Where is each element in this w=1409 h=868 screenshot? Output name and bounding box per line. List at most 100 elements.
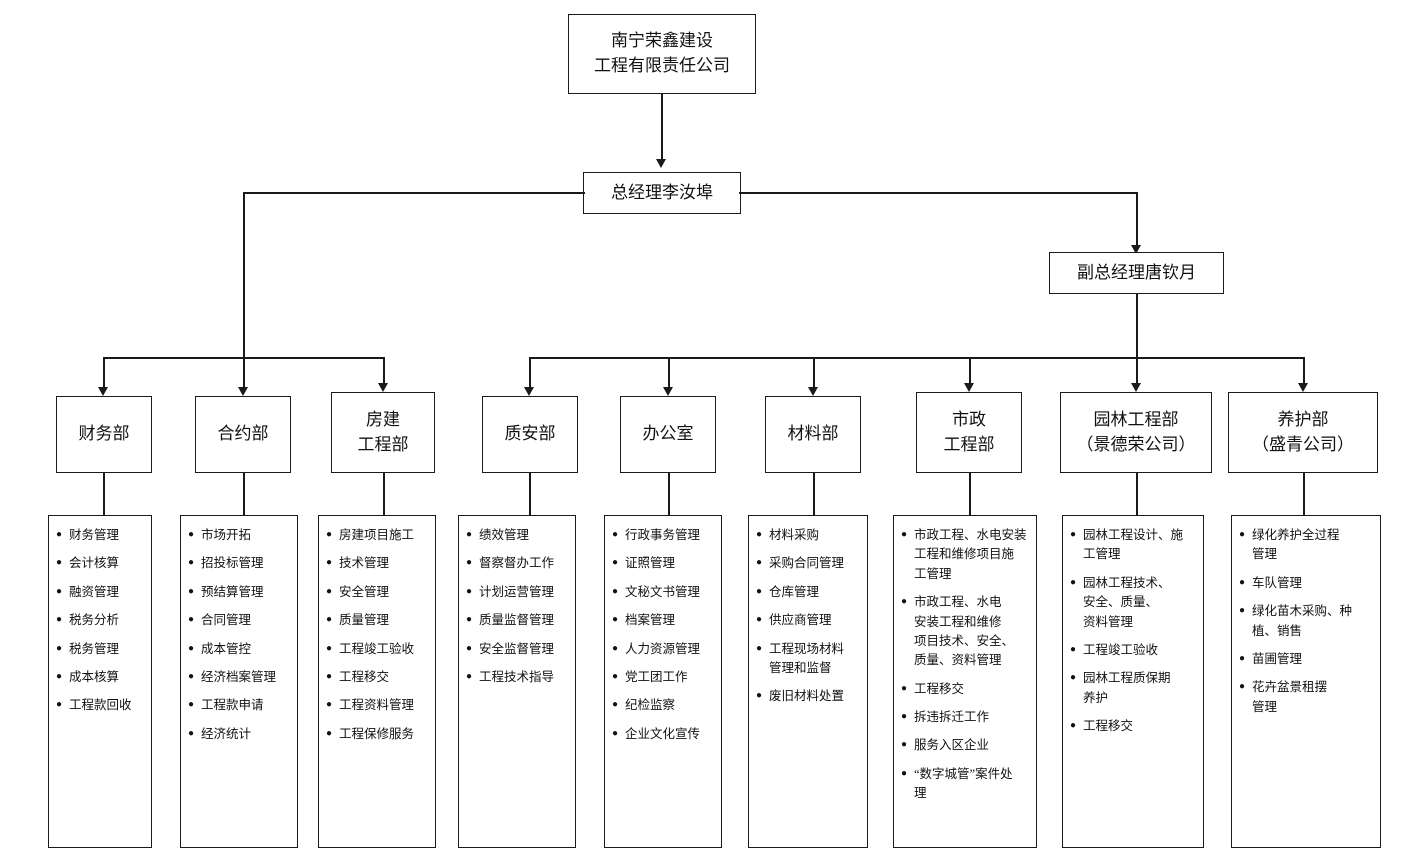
connector-contract-to-duties xyxy=(243,473,245,515)
connector-dgm-down xyxy=(1136,294,1138,358)
duty-item: 行政事务管理 xyxy=(612,526,715,545)
org-box-finance: 财务部 xyxy=(56,396,152,473)
connector-municipal-to-duties xyxy=(969,473,971,515)
org-box-landscape-label: 园林工程部 （景德荣公司） xyxy=(1076,409,1196,454)
connector-bar-to-landscape xyxy=(1136,357,1138,383)
duty-item: 企业文化宣传 xyxy=(612,725,715,744)
org-box-office-label: 办公室 xyxy=(642,424,694,444)
duties-panel-building: 房建项目施工技术管理安全管理质量管理工程竣工验收工程移交工程资料管理工程保修服务 xyxy=(318,515,436,848)
duty-item: 废旧材料处置 xyxy=(756,687,861,706)
arrow-to-landscape xyxy=(1131,383,1141,392)
org-box-office: 办公室 xyxy=(620,396,716,473)
duty-item: 会计核算 xyxy=(56,554,145,573)
duty-item: 花卉盆景租摆 管理 xyxy=(1239,678,1374,717)
duty-item: 市政工程、水电 安装工程和维修 项目技术、安全、 质量、资料管理 xyxy=(901,593,1030,671)
duty-item: 质量管理 xyxy=(326,611,429,630)
duty-item: 经济档案管理 xyxy=(188,668,291,687)
duty-item: 工程竣工验收 xyxy=(1070,641,1197,660)
duty-item: 证照管理 xyxy=(612,554,715,573)
connector-bar-to-maintenance xyxy=(1303,357,1305,383)
arrow-gm-to-dgm xyxy=(1131,245,1141,254)
duties-panel-maintenance: 绿化养护全过程 管理车队管理绿化苗木采购、种 植、销售苗圃管理花卉盆景租摆 管理 xyxy=(1231,515,1381,848)
duty-item: 预结算管理 xyxy=(188,583,291,602)
connector-finance-to-duties xyxy=(103,473,105,515)
org-box-building: 房建 工程部 xyxy=(331,392,435,473)
duty-item: 绿化苗木采购、种 植、销售 xyxy=(1239,602,1374,641)
duty-item: 合同管理 xyxy=(188,611,291,630)
org-box-gm-label: 总经理李汝埠 xyxy=(611,182,713,202)
duty-item: 绿化养护全过程 管理 xyxy=(1239,526,1374,565)
duty-item: 市政工程、水电安装 工程和维修项目施 工管理 xyxy=(901,526,1030,584)
duty-item: 党工团工作 xyxy=(612,668,715,687)
connector-bar-to-office xyxy=(668,357,670,387)
connector-landscape-to-duties xyxy=(1136,473,1138,515)
duty-item: 工程资料管理 xyxy=(326,696,429,715)
duty-item: 采购合同管理 xyxy=(756,554,861,573)
duty-item: 督察督办工作 xyxy=(466,554,569,573)
org-box-maintenance: 养护部 （盛青公司） xyxy=(1228,392,1378,473)
duty-item: 苗圃管理 xyxy=(1239,650,1374,669)
duty-item: 招投标管理 xyxy=(188,554,291,573)
connector-bar-to-finance xyxy=(103,357,105,387)
arrow-to-finance xyxy=(98,387,108,396)
duty-item: 园林工程质保期 养护 xyxy=(1070,669,1197,708)
connector-maintenance-to-duties xyxy=(1303,473,1305,515)
org-box-building-label: 房建 工程部 xyxy=(357,409,409,454)
duty-item: 税务管理 xyxy=(56,640,145,659)
org-box-municipal: 市政 工程部 xyxy=(916,392,1022,473)
duty-item: 安全监督管理 xyxy=(466,640,569,659)
duty-item: 市场开拓 xyxy=(188,526,291,545)
duty-item: 安全管理 xyxy=(326,583,429,602)
duty-item: 工程款回收 xyxy=(56,696,145,715)
arrow-to-material xyxy=(808,387,818,396)
duty-item: 工程竣工验收 xyxy=(326,640,429,659)
connector-bar-to-material xyxy=(813,357,815,387)
connector-gm-left xyxy=(243,192,585,194)
duty-item: 融资管理 xyxy=(56,583,145,602)
duty-item: 经济统计 xyxy=(188,725,291,744)
duty-item: 档案管理 xyxy=(612,611,715,630)
duties-panel-contract: 市场开拓招投标管理预结算管理合同管理成本管控经济档案管理工程款申请经济统计 xyxy=(180,515,298,848)
org-box-quality-safety-label: 质安部 xyxy=(504,424,556,444)
duty-item: 供应商管理 xyxy=(756,611,861,630)
connector-gm-right xyxy=(739,192,1138,194)
org-box-contract: 合约部 xyxy=(195,396,291,473)
duty-item: 工程款申请 xyxy=(188,696,291,715)
org-box-gm: 总经理李汝埠 xyxy=(583,172,741,214)
duty-item: 工程移交 xyxy=(1070,717,1197,736)
duties-panel-office: 行政事务管理证照管理文秘文书管理档案管理人力资源管理党工团工作纪检监察企业文化宣… xyxy=(604,515,722,848)
duty-item: 财务管理 xyxy=(56,526,145,545)
duty-item: “数字城管”案件处 理 xyxy=(901,765,1030,804)
org-box-dgm: 副总经理唐钦月 xyxy=(1049,252,1224,294)
connector-building-to-duties xyxy=(383,473,385,515)
org-box-municipal-label: 市政 工程部 xyxy=(943,409,995,454)
connector-right-group-bar xyxy=(529,357,1304,359)
arrow-company-to-gm xyxy=(656,159,666,168)
duty-item: 计划运营管理 xyxy=(466,583,569,602)
duty-item: 工程保修服务 xyxy=(326,725,429,744)
duty-item: 质量监督管理 xyxy=(466,611,569,630)
duty-item: 车队管理 xyxy=(1239,574,1374,593)
connector-left-spine xyxy=(243,192,245,358)
duty-item: 工程移交 xyxy=(326,668,429,687)
duty-item: 房建项目施工 xyxy=(326,526,429,545)
org-box-dgm-label: 副总经理唐钦月 xyxy=(1077,262,1196,282)
duties-panel-quality-safety: 绩效管理督察督办工作计划运营管理质量监督管理安全监督管理工程技术指导 xyxy=(458,515,576,848)
connector-bar-to-municipal xyxy=(969,357,971,383)
duty-item: 文秘文书管理 xyxy=(612,583,715,602)
duty-item: 材料采购 xyxy=(756,526,861,545)
arrow-to-maintenance xyxy=(1298,383,1308,392)
arrow-to-quality-safety xyxy=(524,387,534,396)
arrow-to-municipal xyxy=(964,383,974,392)
connector-bar-to-quality-safety xyxy=(529,357,531,387)
connector-material-to-duties xyxy=(813,473,815,515)
duty-item: 工程移交 xyxy=(901,680,1030,699)
org-box-maintenance-label: 养护部 （盛青公司） xyxy=(1252,409,1354,454)
duty-item: 成本核算 xyxy=(56,668,145,687)
connector-bar-to-building xyxy=(383,357,385,383)
duty-item: 成本管控 xyxy=(188,640,291,659)
org-box-landscape: 园林工程部 （景德荣公司） xyxy=(1060,392,1212,473)
duty-item: 拆违拆迁工作 xyxy=(901,708,1030,727)
connector-gm-to-dgm xyxy=(1136,192,1138,247)
